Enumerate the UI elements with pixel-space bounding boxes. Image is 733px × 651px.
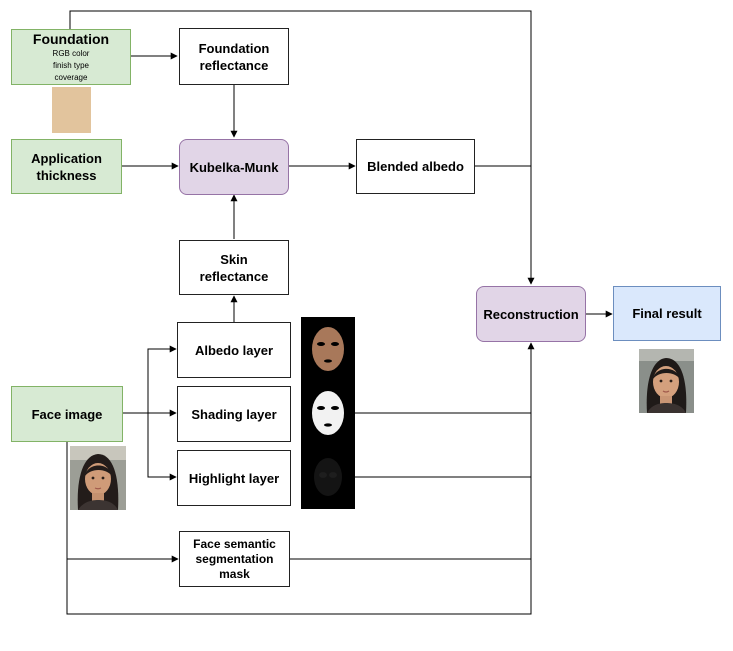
final-result-label: Final result <box>632 306 702 321</box>
foundation-title: Foundation <box>32 31 110 47</box>
face-photo-result <box>639 349 694 413</box>
foundation-param-coverage: coverage <box>54 73 88 82</box>
shading-layer-node: Shading layer <box>177 386 291 442</box>
foundation-param-finish: finish type <box>52 61 90 70</box>
application-thickness-line1: Application <box>31 150 102 166</box>
reconstruction-node: Reconstruction <box>476 286 586 342</box>
segmentation-mask-node: Face semantic segmentation mask <box>179 531 290 587</box>
blended-albedo-node: Blended albedo <box>356 139 475 194</box>
application-thickness-node: Application thickness <box>11 139 122 194</box>
application-thickness-line2: thickness <box>36 167 97 183</box>
albedo-mask-image <box>301 317 355 381</box>
final-result-node: Final result <box>613 286 721 341</box>
foundation-reflectance-node: Foundation reflectance <box>179 28 289 85</box>
face-photo-input <box>70 446 126 510</box>
skin-reflectance-line1: Skin <box>220 251 248 267</box>
foundation-param-rgb: RGB color <box>52 49 90 58</box>
edge-face-to-albedo <box>147 345 177 413</box>
segmentation-mask-line2: segmentation mask <box>195 551 274 581</box>
kubelka-munk-node: Kubelka-Munk <box>179 139 289 195</box>
albedo-layer-node: Albedo layer <box>177 322 291 378</box>
foundation-reflectance-line1: Foundation <box>198 40 270 56</box>
skin-reflectance-node: Skin reflectance <box>179 240 289 295</box>
face-image-label: Face image <box>31 406 103 422</box>
edge-face-to-highlight <box>147 413 177 481</box>
foundation-reflectance-line2: reflectance <box>199 57 269 73</box>
highlight-layer-label: Highlight layer <box>188 470 280 486</box>
reconstruction-label: Reconstruction <box>483 306 579 322</box>
shading-layer-label: Shading layer <box>191 406 277 422</box>
skin-reflectance-line2: reflectance <box>199 268 269 284</box>
albedo-layer-label: Albedo layer <box>194 342 274 358</box>
shading-mask-image <box>301 381 355 445</box>
edge-bottom-loop <box>66 342 535 615</box>
highlight-layer-node: Highlight layer <box>177 450 291 506</box>
blended-albedo-label: Blended albedo <box>367 159 464 174</box>
kubelka-munk-label: Kubelka-Munk <box>189 159 279 175</box>
segmentation-mask-line1: Face semantic <box>193 536 276 551</box>
face-image-node: Face image <box>11 386 123 442</box>
highlight-mask-image <box>301 445 355 509</box>
foundation-node: Foundation RGB color finish type coverag… <box>11 29 131 85</box>
edge-foundation-to-reconstruction <box>69 10 535 285</box>
foundation-swatch <box>52 87 91 133</box>
